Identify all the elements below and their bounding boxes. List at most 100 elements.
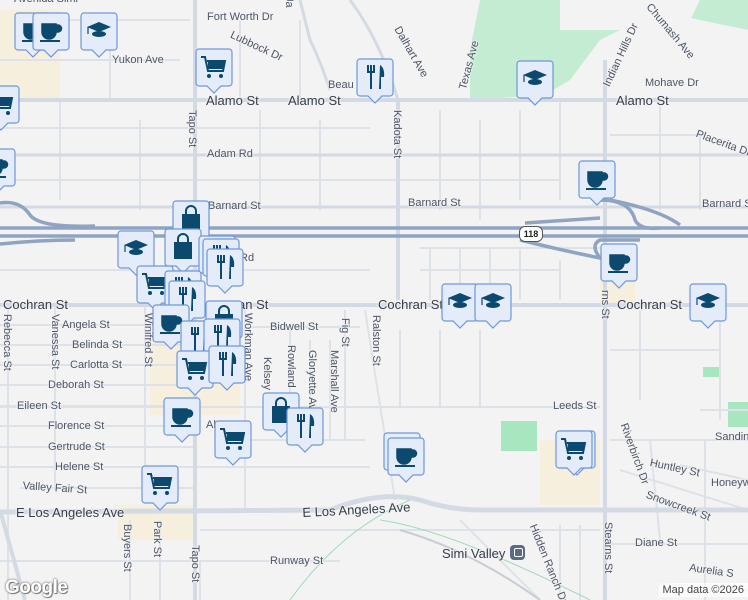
park-area xyxy=(560,0,700,30)
street-label: Runway St xyxy=(270,555,324,567)
coffee-icon xyxy=(608,254,631,273)
park-area xyxy=(501,421,537,451)
map-attribution[interactable]: Map data ©2026 xyxy=(658,583,748,597)
street-label: Helene St xyxy=(55,461,104,473)
shopping-cart-marker[interactable] xyxy=(136,265,174,311)
street-label: Ja xyxy=(283,0,295,8)
street-label: Vanessa St xyxy=(49,314,61,370)
street-label: Bidwell St xyxy=(270,321,319,333)
restaurant-marker[interactable] xyxy=(206,248,244,294)
coffee-marker[interactable] xyxy=(600,243,638,289)
shopping-cart-marker[interactable] xyxy=(555,430,593,476)
street-label: Ralston St xyxy=(370,315,382,366)
street-label: Alamo St xyxy=(288,93,341,108)
coffee-marker[interactable] xyxy=(578,160,616,206)
school-marker[interactable] xyxy=(117,230,155,276)
school-icon xyxy=(696,293,720,308)
street-label: Kadota St xyxy=(391,110,403,159)
shopping-cart-marker[interactable] xyxy=(141,465,179,511)
park-area xyxy=(728,402,748,427)
shopping-bag-icon xyxy=(272,397,290,423)
street-label: an St xyxy=(238,297,269,312)
street-label: Fig St xyxy=(339,318,351,347)
street-label: Angela St xyxy=(62,319,110,331)
rail-line xyxy=(399,529,541,600)
shopping-cart-marker[interactable] xyxy=(176,350,214,396)
street-label: Park St xyxy=(151,521,163,558)
coffee-icon xyxy=(0,159,9,178)
street-label: Fort Worth Dr xyxy=(207,11,274,23)
street-label: Cochran St xyxy=(3,297,69,312)
coffee-marker[interactable] xyxy=(32,12,70,58)
street-label: Avenida Simi xyxy=(14,0,78,5)
highway-118-shield: 118 xyxy=(519,226,543,242)
shopping-bag-marker[interactable] xyxy=(262,392,300,438)
shopping-cart-icon xyxy=(142,273,168,295)
google-logo: Google xyxy=(5,577,68,598)
school-marker[interactable] xyxy=(80,12,118,58)
school-icon xyxy=(481,293,505,308)
street-label: Barnard St xyxy=(208,200,261,212)
school-icon xyxy=(87,22,111,37)
street-label: Gloryette Ave xyxy=(306,350,318,416)
street-label: Barnard S xyxy=(702,198,748,210)
school-icon xyxy=(523,70,547,85)
shopping-bag-marker[interactable] xyxy=(164,228,202,274)
street-label: Honeyw xyxy=(711,477,748,489)
street-label: Cochran St xyxy=(617,297,683,312)
shopping-cart-icon xyxy=(561,438,587,460)
street-label: Adam Rd xyxy=(207,148,253,160)
restaurant-icon xyxy=(219,352,237,376)
restaurant-marker[interactable] xyxy=(286,407,324,453)
street-label: Carlotta St xyxy=(70,359,122,371)
street-label: Mohave Dr xyxy=(645,77,699,89)
street-label: Diane St xyxy=(635,537,678,549)
coffee-marker[interactable] xyxy=(152,304,190,350)
school-marker[interactable] xyxy=(689,283,727,329)
shopping-cart-icon xyxy=(0,97,14,115)
street-label: Leeds St xyxy=(553,400,597,412)
street-label: Kelsey xyxy=(261,357,273,391)
restaurant-marker[interactable] xyxy=(208,345,246,391)
street-label: Al xyxy=(206,419,216,431)
shopping-bag-icon xyxy=(182,205,200,231)
school-marker[interactable] xyxy=(516,60,554,106)
coffee-marker[interactable] xyxy=(0,148,16,194)
school-icon xyxy=(448,293,472,308)
street-label: Deborah St xyxy=(48,379,104,391)
street-label: E Los Angeles Ave xyxy=(16,505,125,520)
street-label: Marshall Ave xyxy=(328,350,340,413)
shopping-cart-marker[interactable] xyxy=(214,420,252,466)
street-label: Rd xyxy=(240,252,255,264)
transit-station-label: Simi Valley xyxy=(442,546,506,561)
shopping-cart-icon xyxy=(182,358,208,380)
school-marker[interactable] xyxy=(474,283,512,329)
school-icon xyxy=(124,240,148,255)
restaurant-icon xyxy=(297,414,315,438)
restaurant-marker[interactable] xyxy=(356,58,394,104)
shopping-cart-icon xyxy=(220,428,246,450)
shopping-cart-marker[interactable] xyxy=(195,48,233,94)
street-label: Rowland xyxy=(285,345,297,388)
street-label: Alamo St xyxy=(206,93,259,108)
shopping-cart-icon xyxy=(201,56,227,78)
coffee-icon xyxy=(40,23,63,42)
street-label: Buyers St xyxy=(121,524,133,572)
train-station-icon[interactable] xyxy=(510,545,525,560)
park-area xyxy=(703,367,721,377)
shopping-cart-marker[interactable] xyxy=(0,85,20,131)
street-label: rns St xyxy=(599,290,611,319)
coffee-icon xyxy=(395,448,418,467)
street-label: Tapo St xyxy=(189,545,201,583)
street-label: Cochran St xyxy=(378,297,444,312)
street-label: Gertrude St xyxy=(48,441,105,453)
coffee-icon xyxy=(171,408,194,427)
street-label: Belinda St xyxy=(72,339,123,351)
coffee-marker[interactable] xyxy=(387,437,425,483)
street-label: Sandin xyxy=(715,431,748,443)
shopping-cart-icon xyxy=(147,473,173,495)
coffee-marker[interactable] xyxy=(163,397,201,443)
restaurant-icon xyxy=(367,65,385,89)
street-label: Tapo St xyxy=(186,110,198,148)
